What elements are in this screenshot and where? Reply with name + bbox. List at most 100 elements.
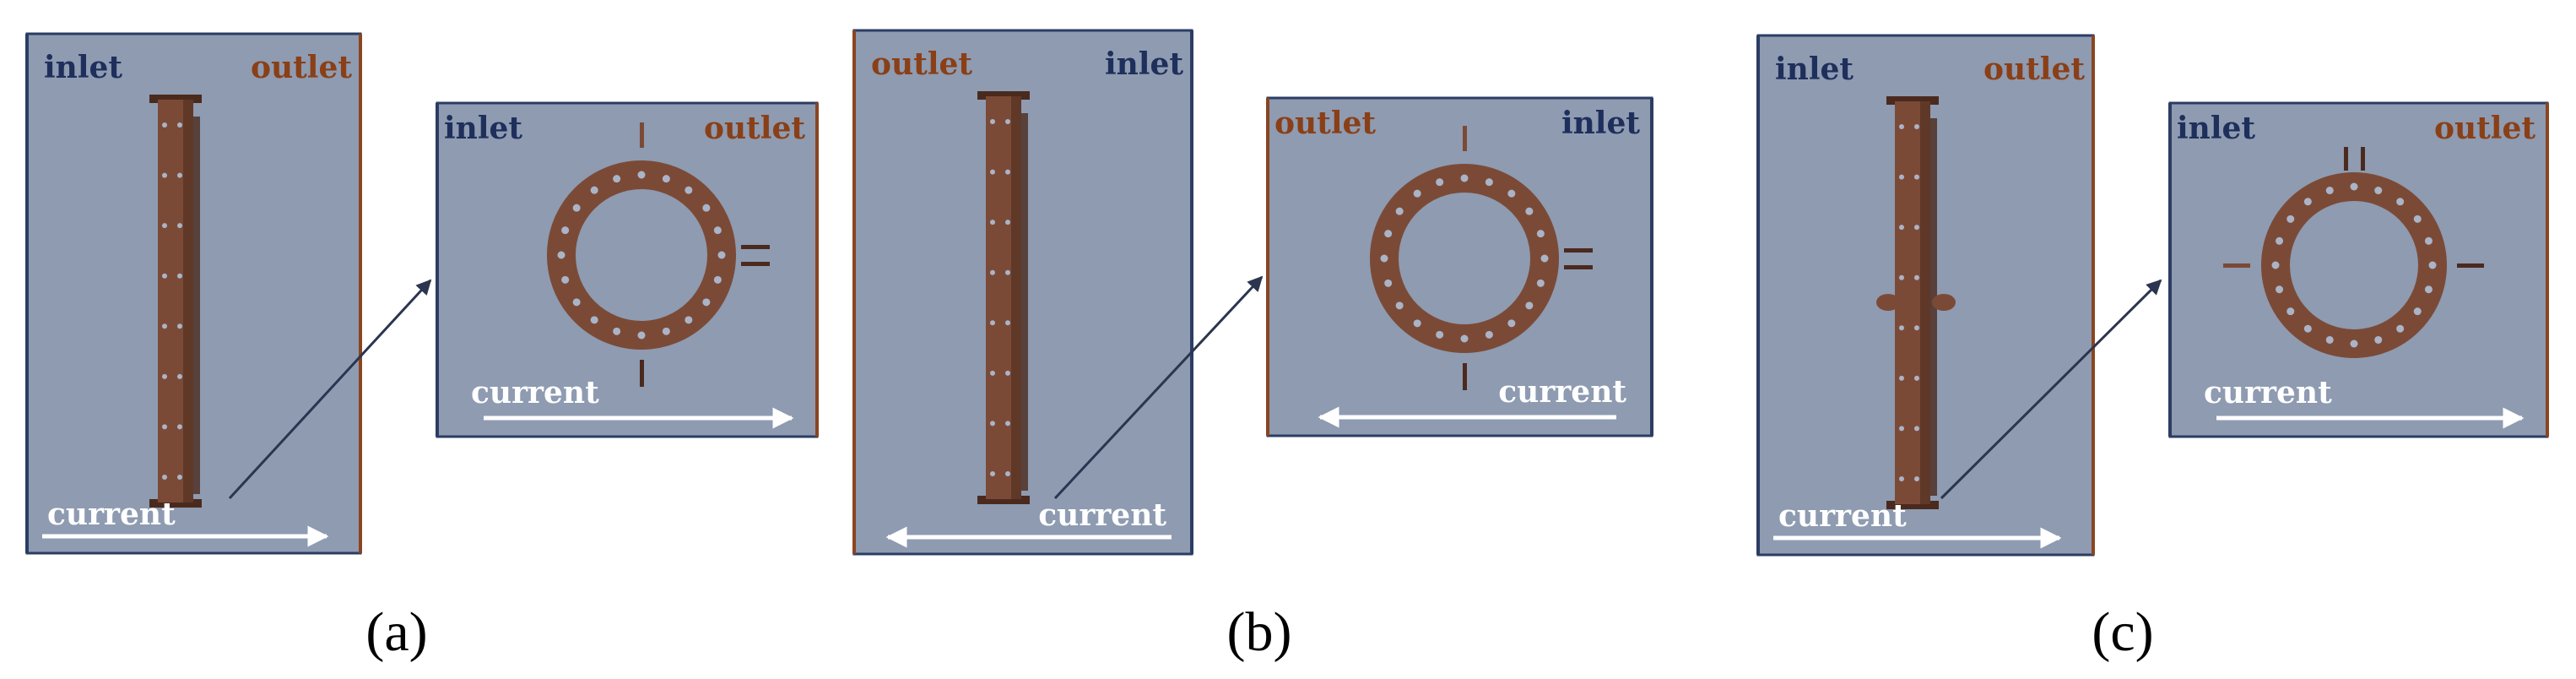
zoom-panel-background	[2168, 101, 2549, 438]
pipe-bolt	[1914, 476, 1919, 481]
ring-hole	[2424, 285, 2433, 294]
pipe-bolt	[177, 323, 182, 329]
ring-hole	[717, 251, 726, 259]
pipe-fin	[1021, 113, 1028, 491]
ring-hole	[2374, 187, 2383, 195]
pipe-bolt	[1914, 225, 1919, 231]
ring-hole	[713, 226, 722, 235]
ring-hole	[1536, 279, 1545, 287]
pipe-icon	[977, 91, 1030, 504]
ring-stub-right	[1564, 248, 1593, 253]
pipe-top-cap	[977, 91, 1030, 100]
pipe-fin	[1930, 118, 1937, 496]
pipe-bolt	[177, 475, 182, 480]
pipe-bolt	[990, 220, 995, 225]
current-label: current	[1498, 374, 1626, 410]
ring-hole	[685, 186, 693, 194]
ring-stub-top	[2361, 147, 2365, 171]
ring-hole	[613, 327, 621, 335]
pipe-bolt	[1005, 320, 1010, 326]
ring-hole	[713, 275, 722, 284]
ring-hole	[2286, 307, 2295, 316]
ring-hole	[637, 331, 646, 340]
ring-hole	[2396, 198, 2405, 206]
ring-hole	[1507, 189, 1516, 198]
pipe-bolt	[162, 273, 167, 279]
ring-stub-top	[1463, 126, 1467, 151]
pipe-icon	[149, 95, 202, 508]
ring-hole	[662, 175, 670, 183]
ring-hole	[2276, 285, 2284, 294]
ring-hole	[2325, 335, 2334, 344]
ring-hole	[1384, 230, 1393, 238]
ring-hole	[2276, 236, 2284, 245]
ring-hole	[2396, 324, 2405, 333]
ring-hole	[1380, 254, 1388, 263]
ring-hole	[2428, 261, 2437, 269]
subfigure-label: (b)	[1227, 601, 1292, 663]
ring-stub-bottom	[640, 360, 644, 387]
pipe-bolt	[162, 122, 167, 128]
pipe-bolt	[1899, 174, 1904, 180]
ring-icon	[2223, 147, 2484, 358]
ring-hole	[572, 204, 581, 212]
current-label: current	[471, 375, 599, 410]
ring-hole	[572, 298, 581, 307]
pipe-bolt	[1899, 274, 1904, 280]
subfigure-label: (c)	[2092, 601, 2153, 663]
zoom-left-label: outlet	[1274, 106, 1376, 141]
pipe-bolt	[990, 471, 995, 476]
zoom-right-label: inlet	[1561, 106, 1640, 141]
zoom-right-label: outlet	[2434, 111, 2535, 146]
pipe-bolt	[162, 373, 167, 379]
ring-stub-bottom	[1463, 363, 1467, 390]
pipe-bolt	[1899, 426, 1904, 432]
ring-hole	[1485, 330, 1493, 339]
pipe-shadow	[183, 100, 193, 502]
ring-hole	[1395, 301, 1404, 310]
pipe-bolt	[990, 370, 995, 376]
side-right-label: outlet	[251, 50, 352, 85]
zoom-panel-background	[436, 101, 819, 438]
ring-hole	[1436, 330, 1444, 339]
zoom-right-label: outlet	[704, 111, 805, 146]
ring-hole	[2350, 182, 2358, 191]
pipe-bolt	[162, 223, 167, 229]
ring-hole	[1413, 189, 1421, 198]
pipe-bolt	[162, 323, 167, 329]
pipe-lug-left	[1876, 294, 1900, 311]
pipe-shadow	[1920, 101, 1930, 504]
pipe-bottom-cap	[1886, 501, 1939, 509]
pipe-bolt	[1899, 375, 1904, 381]
ring-hole	[2286, 215, 2295, 223]
pipe-bolt	[1005, 421, 1010, 426]
ring-stub-top	[2344, 147, 2348, 171]
pipe-bolt	[177, 273, 182, 279]
ring-hole	[662, 327, 670, 335]
ring-stub-right	[741, 245, 770, 249]
current-label: current	[2204, 375, 2332, 410]
pipe-bolt	[990, 320, 995, 326]
ring-hole	[557, 251, 566, 259]
pipe-bolt	[1899, 124, 1904, 129]
pipe-bolt	[1914, 375, 1919, 381]
pipe-bolt	[1005, 119, 1010, 124]
pipe-bolt	[1914, 325, 1919, 331]
pipe-bolt	[162, 424, 167, 430]
pipe-top-cap	[1886, 96, 1939, 105]
zoom-connector-arrow	[1053, 275, 1264, 500]
ring-hole	[2271, 261, 2280, 269]
ring-hole	[1460, 334, 1469, 343]
zoom-left-label: inlet	[2177, 111, 2255, 146]
ring-hole	[702, 298, 711, 307]
ring-stub-left	[2223, 263, 2250, 268]
ring-hole	[2350, 340, 2358, 348]
pipe-bolt	[1005, 370, 1010, 376]
ring-hole	[590, 316, 598, 324]
pipe-bolt	[1914, 274, 1919, 280]
pipe-bolt	[162, 475, 167, 480]
ring-hole	[1507, 319, 1516, 328]
ring-stub-top	[640, 122, 644, 148]
